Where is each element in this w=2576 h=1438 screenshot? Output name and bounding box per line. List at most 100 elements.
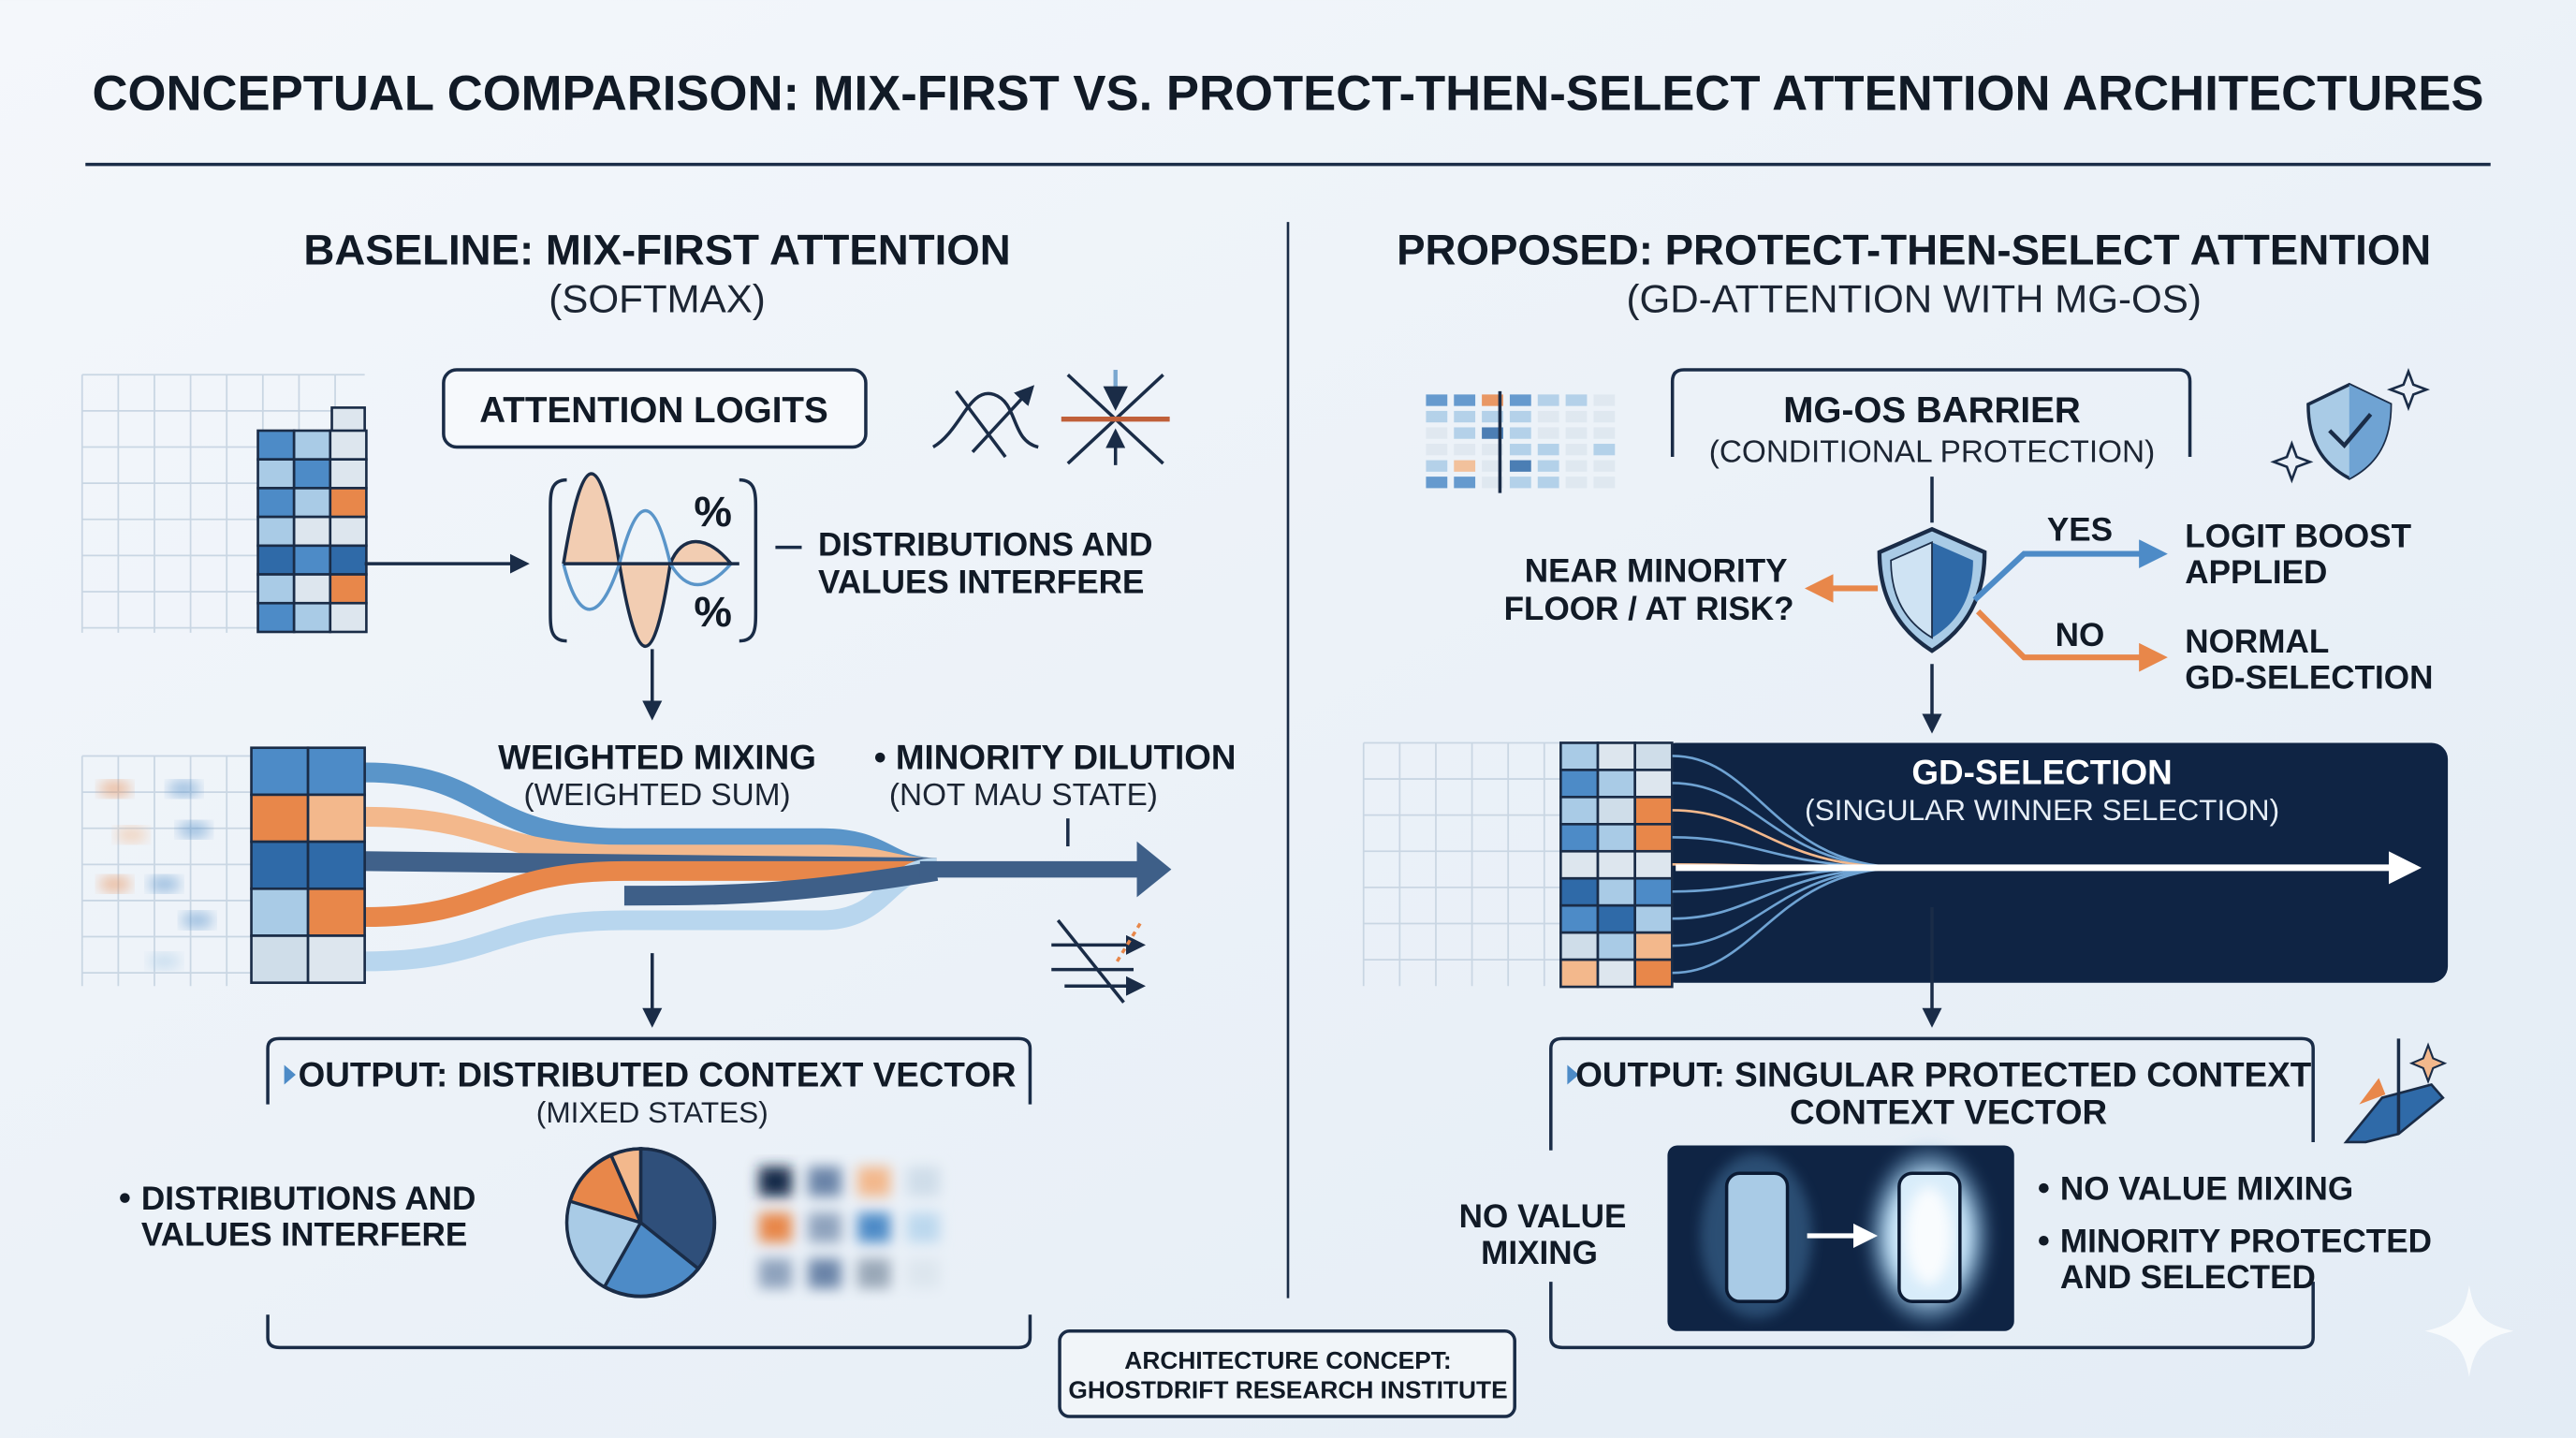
sparse-cell — [1482, 460, 1503, 472]
blurred-block — [758, 1212, 792, 1242]
matrix-cell — [329, 544, 368, 576]
matrix-cell — [306, 934, 366, 985]
blurred-block — [808, 1167, 842, 1196]
sparse-cell — [1537, 427, 1559, 439]
matrix-cell — [1596, 876, 1636, 907]
baseline-bullet-line1: DISTRIBUTIONS AND — [141, 1181, 476, 1217]
matrix-cell — [329, 601, 368, 634]
matrix-cell — [256, 487, 296, 519]
matrix-cell — [1559, 823, 1600, 853]
sparse-cell — [1593, 394, 1616, 406]
matrix-cell — [1633, 903, 1674, 934]
mixing-arrow-head — [1136, 841, 1172, 898]
weighted-mixing-sub: (WEIGHTED SUM) — [523, 778, 790, 813]
sparse-cell — [1537, 477, 1559, 489]
sparse-cell — [1426, 460, 1448, 472]
matrix-cell — [1633, 741, 1674, 771]
matrix-cell — [292, 544, 332, 576]
blurred-token — [98, 875, 132, 893]
barrier-bracket — [1670, 368, 2192, 458]
sparse-cell — [1509, 410, 1531, 423]
blurred-block — [758, 1167, 792, 1196]
sparkle-watermark-icon — [2424, 1284, 2514, 1377]
matrix-cell — [256, 458, 296, 490]
sparse-cell — [1593, 444, 1616, 456]
matrix-cell — [1559, 741, 1600, 771]
matrix-cell — [329, 458, 368, 490]
baseline-output-title: OUTPUT: DISTRIBUTED CONTEXT VECTOR — [299, 1055, 1017, 1093]
sparse-cell — [1537, 460, 1559, 472]
barrier-label: MG-OS BARRIER — [1783, 390, 2081, 431]
proposed-heading: PROPOSED: PROTECT-THEN-SELECT ATTENTION — [1397, 227, 2431, 274]
sparse-cell — [1426, 410, 1448, 423]
matrix-cell — [1596, 823, 1636, 853]
matrix-cell — [1559, 769, 1600, 799]
matrix-cell — [306, 746, 366, 797]
blurred-block — [906, 1258, 940, 1289]
sparse-cell — [1593, 427, 1616, 439]
matrix-cell — [1559, 931, 1600, 961]
matrix-cell — [250, 793, 310, 844]
percent-top: % — [694, 488, 732, 536]
output-bracket-top — [1549, 1036, 2315, 1151]
attention-logits-label: ATTENTION LOGITS — [479, 390, 827, 431]
yes-result-line2: APPLIED — [2185, 554, 2327, 591]
matrix-cell — [1633, 769, 1674, 799]
pie-chart-icon — [564, 1147, 717, 1299]
yes-result-line1: LOGIT BOOST — [2185, 519, 2411, 555]
sparse-cell — [1565, 444, 1588, 456]
sparse-cell — [1454, 477, 1476, 489]
matrix-cell — [1596, 849, 1636, 880]
sparse-cell — [1454, 410, 1476, 423]
sparse-cell — [1454, 427, 1476, 439]
blurred-block — [906, 1212, 940, 1242]
matrix-cell — [1559, 876, 1600, 907]
matrix-cell — [292, 515, 332, 548]
blurred-block — [808, 1258, 842, 1289]
rising-arrow-icon — [2343, 1038, 2448, 1144]
fan-line — [1672, 755, 1906, 870]
blurred-block — [857, 1212, 891, 1242]
matrix-cell — [1559, 958, 1600, 989]
baseline-subheading: (SOFTMAX) — [549, 277, 766, 321]
matrix-cell — [1633, 823, 1674, 853]
logit-matrix — [256, 406, 368, 634]
no-label: NO — [2056, 617, 2105, 653]
matrix-cell — [1559, 903, 1600, 934]
sparse-cell — [1509, 427, 1531, 439]
matrix-cell — [1633, 796, 1674, 826]
mixing-matrix — [98, 746, 366, 985]
yes-label: YES — [2047, 512, 2113, 549]
matrix-cell — [329, 515, 368, 548]
proposed-bullet-1: NO VALUE MIXING — [2060, 1170, 2353, 1207]
sparse-cell — [1454, 394, 1476, 406]
matrix-cell — [1559, 849, 1600, 880]
sparse-cell — [1482, 427, 1503, 439]
matrix-cell — [250, 840, 310, 890]
weighted-mixing-label: WEIGHTED MIXING — [498, 739, 816, 777]
proposed-output-title: OUTPUT: SINGULAR PROTECTED CONTEXT — [1575, 1055, 2311, 1093]
matrix-cell — [1596, 931, 1636, 961]
proposed-subheading: (GD-ATTENTION WITH MG-OS) — [1626, 277, 2201, 321]
fan-line — [1672, 866, 1906, 975]
shield-icon — [1877, 526, 1987, 653]
attention-logits-box — [442, 368, 868, 449]
matrix-cell — [306, 887, 366, 937]
matrix-cell — [1596, 958, 1636, 989]
sparse-cell — [1509, 460, 1531, 472]
blurred-token — [181, 912, 214, 929]
blurred-token — [114, 826, 148, 844]
sparse-cell — [1565, 410, 1588, 423]
matrix-cell — [250, 934, 310, 985]
sparse-cell — [1537, 410, 1559, 423]
matrix-cell — [329, 429, 368, 462]
play-marker-icon — [1567, 1064, 1579, 1085]
input-vector — [1724, 1171, 1790, 1303]
matrix-cell — [1633, 931, 1674, 961]
proposed-output-title-line2: CONTEXT VECTOR — [1790, 1093, 2107, 1132]
proposed-bullet-2-cont: AND SELECTED — [2060, 1259, 2316, 1296]
matrix-cell — [1633, 849, 1674, 880]
sparse-cell — [1593, 477, 1616, 489]
matrix-cell — [306, 793, 366, 844]
